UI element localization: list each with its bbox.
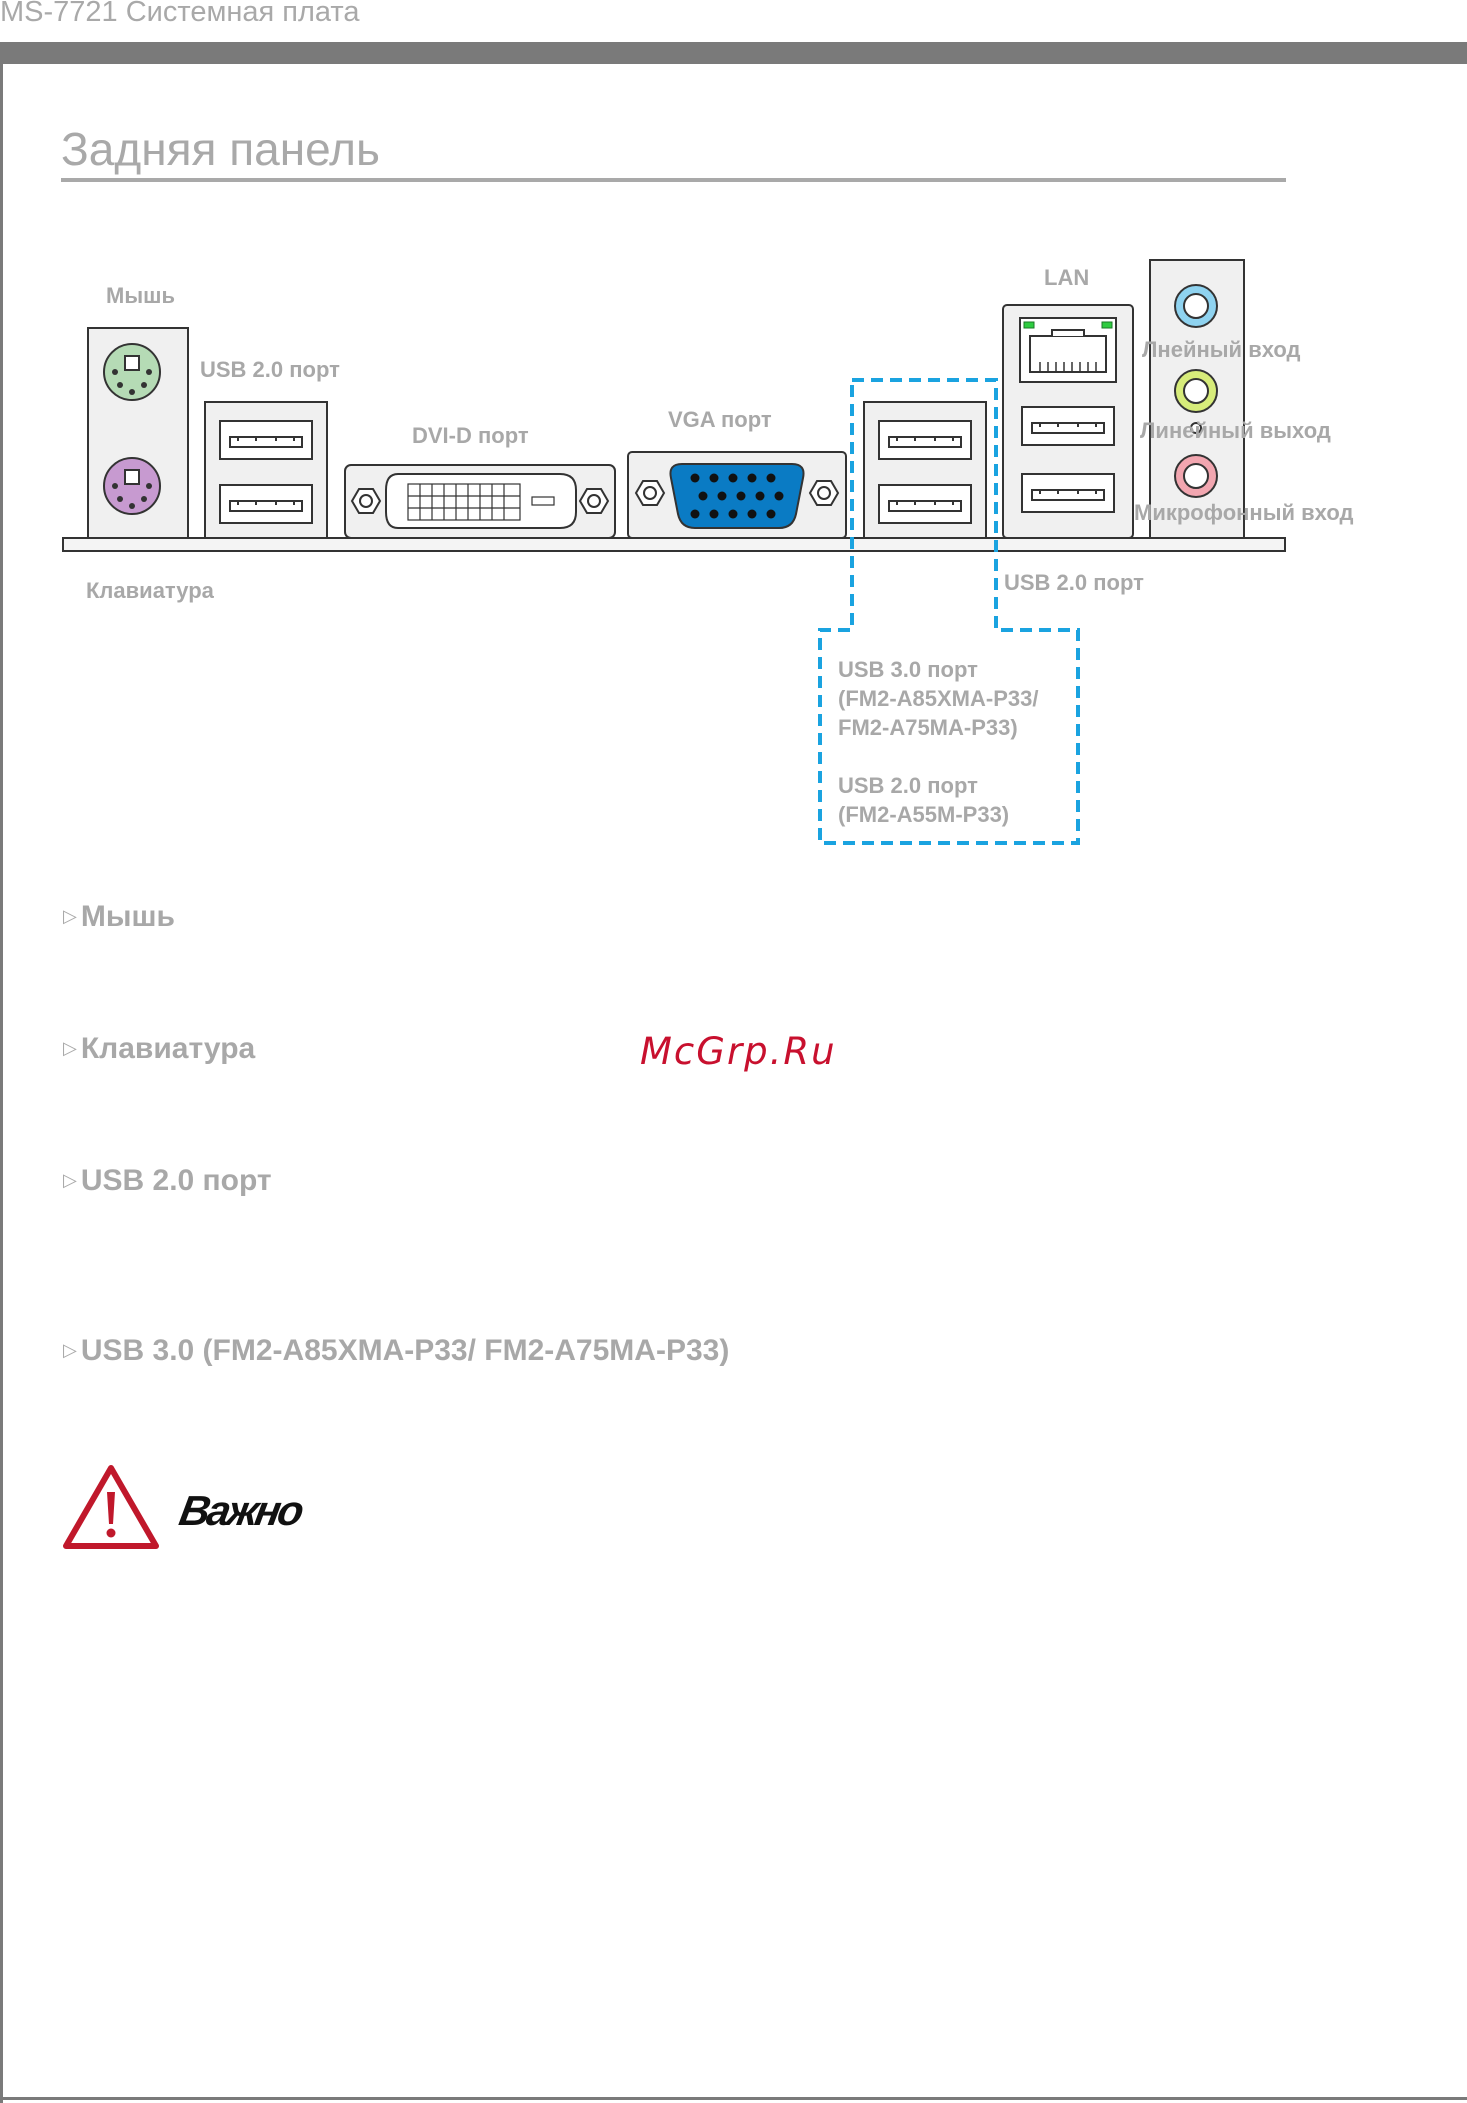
usb20-right-port-bottom bbox=[1021, 473, 1115, 513]
page-header-title: MS-7721 Системная плата bbox=[0, 0, 360, 28]
usb20-left-port-bottom bbox=[219, 484, 313, 524]
back-panel-diagram bbox=[62, 259, 1286, 845]
keyboard-ps2-port bbox=[103, 457, 161, 515]
warning-title: Важно bbox=[175, 1487, 305, 1534]
vga-pins bbox=[690, 473, 784, 519]
label-line-out: Линейный выход bbox=[1140, 418, 1331, 443]
label-keyboard: Клавиатура bbox=[86, 578, 214, 603]
left-margin-rule bbox=[0, 42, 3, 2103]
dvi-screw-left bbox=[350, 488, 382, 514]
dvi-pin-grid bbox=[407, 483, 555, 521]
item-usb20-title: USB 2.0 порт bbox=[80, 1164, 272, 1197]
label-mic-in: Микрофонный вход bbox=[1134, 500, 1354, 525]
section-title: Задняя панель bbox=[61, 123, 380, 175]
callout-line-3: FM2-A75MA-P33) bbox=[838, 715, 1018, 740]
usb30-callout-dashed bbox=[818, 378, 1080, 845]
dvi-screw-right bbox=[578, 488, 610, 514]
line-in-jack bbox=[1174, 284, 1218, 328]
label-line-in: Лнейный вход bbox=[1142, 337, 1301, 362]
lan-rj45-port bbox=[1019, 317, 1117, 383]
warning-triangle-icon bbox=[63, 1465, 159, 1549]
callout-line-2: (FM2-A85XMA-P33/ bbox=[838, 686, 1039, 711]
usb20-right-port-top bbox=[1021, 406, 1115, 446]
label-lan: LAN bbox=[1044, 265, 1090, 290]
usb30-port-bottom bbox=[878, 484, 972, 524]
item-keyboard: ▷Клавиатура bbox=[63, 1032, 255, 1066]
item-usb20: ▷USB 2.0 порт bbox=[63, 1164, 272, 1198]
label-usb20-right: USB 2.0 порт bbox=[1004, 570, 1144, 595]
item-keyboard-title: Клавиатура bbox=[80, 1032, 256, 1065]
line-out-jack bbox=[1174, 369, 1218, 413]
callout-line-5: (FM2-A55M-P33) bbox=[838, 802, 1010, 827]
section-underline bbox=[61, 178, 1286, 182]
item-usb30: ▷USB 3.0 (FM2-A85XMA-P33/ FM2-A75MA-P33) bbox=[63, 1334, 729, 1368]
bullet-triangle-icon: ▷ bbox=[63, 1038, 77, 1058]
bullet-triangle-icon: ▷ bbox=[63, 1340, 77, 1360]
header-bar bbox=[0, 42, 1467, 64]
vga-screw-left bbox=[634, 480, 666, 506]
usb20-left-port-top bbox=[219, 420, 313, 460]
bottom-rule bbox=[0, 2097, 1467, 2100]
item-mouse: ▷Мышь bbox=[63, 900, 175, 934]
usb30-port-top bbox=[878, 420, 972, 460]
bullet-triangle-icon: ▷ bbox=[63, 1170, 77, 1190]
item-mouse-title: Мышь bbox=[80, 900, 175, 933]
mic-in-jack bbox=[1174, 454, 1218, 498]
usb30-callout-text: USB 3.0 порт (FM2-A85XMA-P33/ FM2-A75MA-… bbox=[838, 655, 1038, 829]
vga-screw-right bbox=[808, 480, 840, 506]
callout-line-4: USB 2.0 порт bbox=[838, 773, 978, 798]
label-dvi: DVI-D порт bbox=[412, 423, 529, 448]
callout-line-1: USB 3.0 порт bbox=[838, 657, 978, 682]
label-mouse: Мышь bbox=[106, 283, 175, 308]
label-vga: VGA порт bbox=[668, 407, 772, 432]
watermark-text: McGrp.Ru bbox=[640, 1030, 837, 1073]
item-usb30-title: USB 3.0 (FM2-A85XMA-P33/ FM2-A75MA-P33) bbox=[80, 1334, 730, 1367]
label-usb20-left: USB 2.0 порт bbox=[200, 357, 340, 382]
bullet-triangle-icon: ▷ bbox=[63, 906, 77, 926]
audio-small-hole bbox=[1190, 422, 1202, 434]
mouse-ps2-port bbox=[103, 343, 161, 401]
panel-base-strip bbox=[62, 537, 1286, 552]
